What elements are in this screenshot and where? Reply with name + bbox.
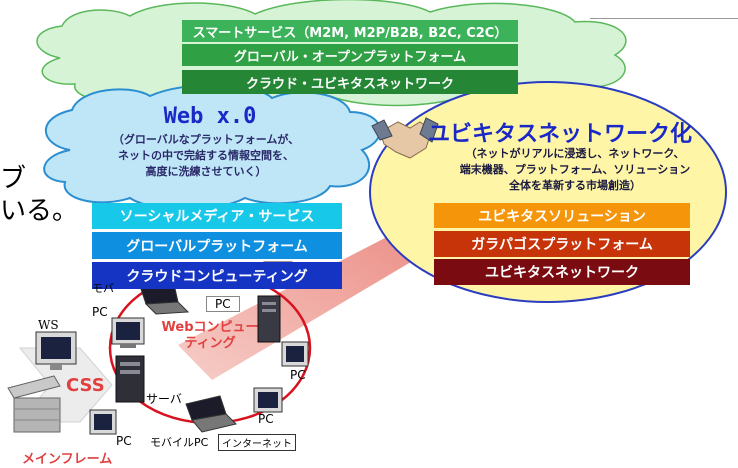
ubiquitous-title: ユビキタスネットワーク化 (428, 122, 693, 147)
label-pc-right: PC (290, 368, 306, 382)
label-pc-bottom-right: PC (258, 412, 274, 426)
handshake-icon (371, 117, 439, 159)
top-layer-global-open-platform: グローバル・オープンプラットフォーム (182, 44, 518, 66)
label-pc-left: PC (116, 434, 132, 448)
label-mainframe: メインフレーム (22, 452, 113, 467)
web-cloud (43, 84, 381, 211)
css-label: CSS (66, 375, 105, 396)
label-server: サーバ (146, 392, 182, 406)
ubiquitous-description: （ネットがリアルに浸透し、ネットワーク、 端末機器、プラットフォーム、ソリューシ… (459, 147, 691, 192)
left-server-icon (115, 355, 145, 403)
label-mobile-pc: モバイルPC (150, 436, 209, 449)
pc-bottom-right-icon (253, 387, 283, 413)
ubi-layer-solution: ユビキタスソリューション (434, 203, 690, 228)
top-layer-smart-service: スマートサービス（M2M, M2P/B2B, B2C, C2C） (182, 20, 518, 42)
pc-bottom-icon (89, 409, 117, 435)
label-pc-top: PC (206, 296, 240, 312)
ubi-layer-galapagos-platform: ガラパゴスプラットフォーム (434, 231, 690, 257)
pc-right-icon (281, 341, 309, 367)
top-layer-cloud-ubiquitous: クラウド・ユビキタスネットワーク (182, 70, 518, 94)
ubi-layer-network: ユビキタスネットワーク (434, 259, 690, 285)
web-layer-social-media: ソーシャルメディア・サービス (92, 203, 342, 229)
mobile-top-icon (139, 283, 190, 315)
web-layer-cloud-computing: クラウドコンピューティング (92, 262, 342, 289)
mobile-pc-icon (185, 395, 237, 433)
background-text-1: ブ (0, 164, 27, 194)
ring-label: Webコンピューティング (161, 320, 259, 351)
background-text-2: いる。 (0, 196, 79, 226)
label-mobile-top: モバ (92, 282, 114, 295)
ws-monitor-icon (35, 331, 77, 370)
label-ws: WS (38, 318, 59, 332)
label-internet: インターネット (218, 434, 296, 451)
mainframe-icon (7, 375, 61, 433)
pc-topleft-icon (111, 317, 145, 348)
web-layer-global-platform: グローバルプラットフォーム (92, 232, 342, 259)
web-cloud-description: （グローバルなプラットフォームが、 ネットの中で完結する情報空間を、 高度に洗練… (112, 133, 300, 178)
server-tower-icon (257, 295, 281, 343)
label-pc-topleft: PC (92, 305, 108, 319)
separator-line (590, 18, 738, 19)
web-cloud-title: Web x.0 (163, 104, 257, 129)
